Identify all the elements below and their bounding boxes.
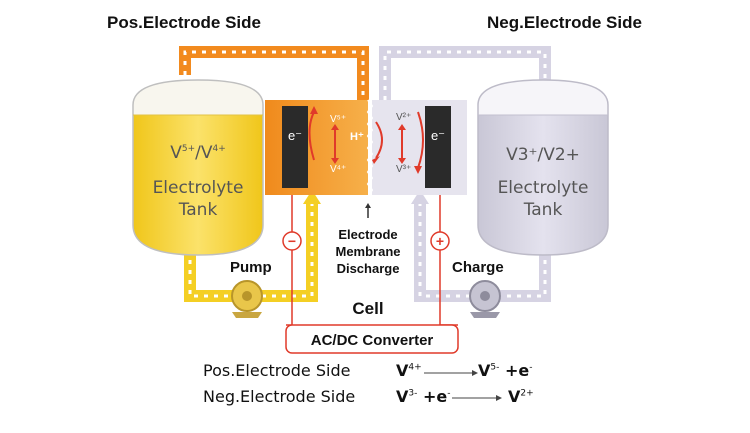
h-curve-arrow-icon (375, 121, 383, 159)
neg-curve-arrowhead-icon (414, 166, 422, 174)
neg-bottom-pipe (411, 190, 551, 302)
membrane-pointer-icon (365, 203, 371, 208)
ion-v2-label: V²⁺ (396, 112, 411, 123)
pos-electrode (282, 106, 308, 188)
membrane-label-1: Electrode (338, 227, 397, 242)
neg-tank-species: V3⁺/V2+ (506, 145, 580, 165)
pos-eq-arrow-icon (472, 370, 478, 376)
neg-tank-tank-label: Tank (523, 200, 563, 220)
pos-ion-down-arrow-icon (331, 158, 339, 164)
neg-electrolyte-tank: V3⁺/V2+ Electrolyte Tank (477, 79, 609, 256)
pos-tank-electrolyte-label: Electrolyte (153, 178, 244, 198)
neg-electrode (425, 106, 451, 188)
minus-sign: − (288, 233, 296, 249)
pos-electrolyte-tank: V5+/V4+ Electrolyte Tank (132, 79, 264, 256)
cell-block: e⁻ e⁻ V⁵⁺ V⁴⁺ H⁺ V²⁺ V³⁺ (265, 99, 467, 196)
neg-ion-up-arrow-icon (398, 124, 406, 130)
neg-tank-electrolyte-label: Electrolyte (498, 178, 589, 198)
minus-terminal-icon (282, 231, 302, 251)
ion-v3-label: V³⁺ (396, 164, 411, 175)
converter-box (285, 324, 459, 354)
pos-eq-side-label: Pos.Electrode Side (203, 361, 351, 380)
pos-tank-species: V5+/V4+ (170, 143, 226, 163)
neg-eq-arrow-icon (496, 395, 502, 401)
ion-v4-label: V⁴⁺ (330, 164, 346, 175)
pos-ion-up-arrow-icon (331, 124, 339, 130)
pos-bottom-pipe (184, 190, 321, 302)
pos-eq-right: V5- +e- (478, 361, 533, 380)
pos-tank-tank-label: Tank (178, 200, 218, 220)
membrane-label-3: Discharge (337, 261, 400, 276)
pos-curve-arrow-icon (308, 111, 315, 161)
plus-sign: + (436, 233, 444, 249)
neg-ion-down-arrow-icon (398, 158, 406, 164)
pos-curve-arrowhead-icon (310, 106, 318, 114)
neg-electrode-label: e⁻ (431, 128, 445, 143)
neg-up-arrow-icon (411, 190, 429, 204)
membrane-label-2: Membrane (335, 244, 400, 259)
h-curve-arrowhead-icon (372, 156, 380, 164)
plus-terminal-icon (430, 231, 450, 251)
membrane (366, 99, 374, 196)
neg-curve-arrow-icon (417, 111, 424, 169)
charge-label: Charge (452, 259, 504, 276)
neg-eq-right: V2+ (508, 387, 534, 406)
pos-electrode-label: e⁻ (288, 128, 302, 143)
pos-up-arrow-icon (303, 190, 321, 204)
cell-label: Cell (352, 299, 383, 318)
pump-label: Pump (230, 259, 272, 276)
ion-v5-label: V⁵⁺ (330, 114, 346, 125)
converter-label: AC/DC Converter (311, 332, 434, 349)
neg-eq-left: V3- +e- (396, 387, 451, 406)
pos-half-cell (265, 100, 368, 195)
neg-pump-icon (469, 280, 501, 318)
pos-eq-left: V4+ (396, 361, 422, 380)
pos-side-title: Pos.Electrode Side (107, 13, 261, 32)
neg-side-title: Neg.Electrode Side (487, 13, 642, 32)
ion-h-label: H⁺ (350, 131, 364, 143)
neg-eq-side-label: Neg.Electrode Side (203, 387, 356, 406)
pos-pump-icon (231, 280, 263, 318)
